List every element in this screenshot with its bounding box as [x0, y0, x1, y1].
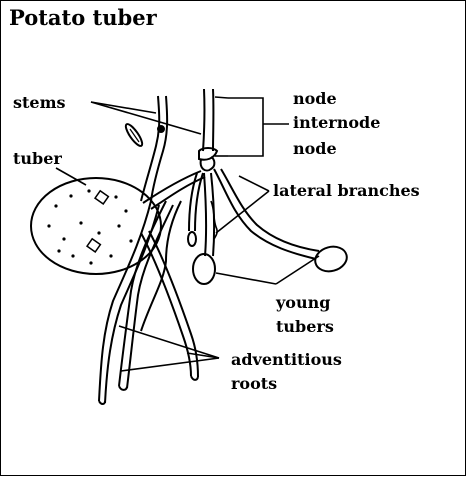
label-stems: stems: [13, 93, 66, 112]
label-node-bottom: node: [293, 139, 337, 158]
stem-right: [199, 89, 217, 171]
label-internode: internode: [293, 113, 380, 132]
label-lateral-branches: lateral branches: [273, 181, 420, 200]
label-young-tubers-line1: young: [275, 293, 330, 312]
scale-leaf: [123, 122, 144, 148]
label-tuber: tuber: [13, 149, 62, 168]
label-node-top: node: [293, 89, 337, 108]
label-adventitious-roots-line2: roots: [231, 374, 277, 393]
label-adventitious-roots-line1: adventitious: [231, 350, 342, 369]
adventitious-roots: [99, 201, 198, 404]
label-young-tubers-line2: tubers: [276, 317, 334, 336]
